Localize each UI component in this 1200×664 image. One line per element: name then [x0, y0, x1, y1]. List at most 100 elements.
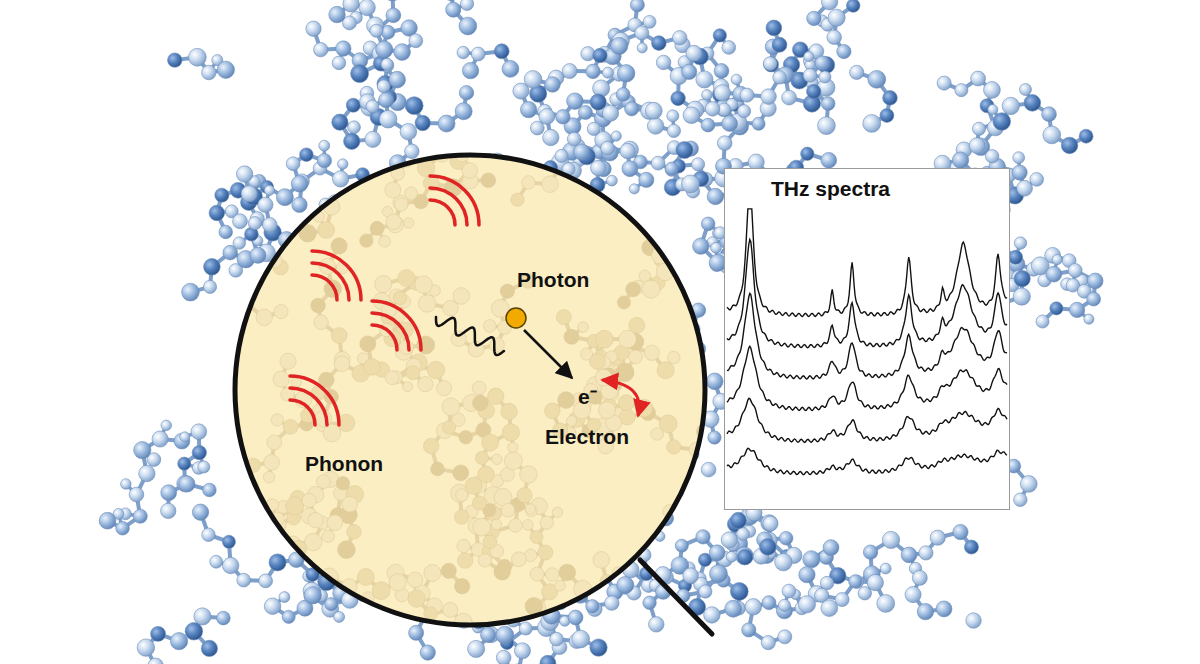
atom	[291, 175, 308, 192]
atom	[539, 109, 555, 125]
atom	[121, 479, 132, 490]
atom	[971, 71, 986, 86]
bond	[322, 115, 327, 136]
bond	[323, 45, 326, 67]
atom	[545, 77, 561, 93]
atom	[801, 147, 814, 160]
atom	[329, 6, 345, 22]
atom	[676, 141, 693, 158]
atom	[686, 45, 702, 61]
bond	[709, 242, 713, 258]
bond	[650, 177, 662, 193]
atom	[602, 67, 613, 78]
atom	[683, 107, 700, 124]
bond	[705, 227, 713, 242]
atom	[1050, 302, 1063, 315]
atom	[332, 56, 346, 70]
atom	[901, 547, 917, 563]
atom	[675, 539, 688, 552]
atom	[572, 630, 590, 648]
atom	[969, 138, 985, 154]
magnifier-lens: Photone⁻ElectronPhonon	[232, 152, 708, 628]
atom	[332, 114, 348, 130]
atom	[233, 237, 245, 249]
atom	[713, 29, 726, 42]
atom	[745, 599, 761, 615]
atom	[611, 131, 621, 141]
bond	[232, 278, 245, 289]
atom	[1069, 302, 1084, 317]
bond	[463, 112, 473, 125]
atom	[735, 547, 753, 565]
bond	[463, 126, 469, 146]
atom	[616, 88, 630, 102]
atom	[775, 553, 792, 570]
atom	[236, 166, 252, 182]
atom	[639, 172, 654, 187]
atom	[782, 90, 797, 105]
atom	[334, 611, 345, 622]
atom	[386, 8, 401, 23]
atom	[778, 599, 790, 611]
atom	[682, 175, 700, 193]
bond	[711, 413, 722, 424]
atom	[161, 503, 176, 518]
atom	[682, 64, 697, 79]
atom	[179, 476, 195, 492]
atom	[325, 598, 338, 611]
bond	[685, 209, 690, 230]
atom	[137, 639, 154, 656]
atom	[764, 57, 779, 72]
atom	[520, 101, 536, 117]
atom	[821, 0, 837, 10]
atom	[415, 115, 430, 130]
atom	[264, 185, 274, 195]
bond	[260, 558, 277, 562]
atom	[550, 632, 564, 646]
atom	[513, 83, 529, 99]
atom	[828, 9, 845, 26]
atom	[863, 545, 877, 559]
atom	[709, 565, 727, 583]
atom	[611, 37, 628, 54]
atom	[590, 94, 606, 110]
atom	[1002, 97, 1019, 114]
handle-line	[640, 560, 712, 634]
atom	[722, 116, 738, 132]
atom	[346, 98, 360, 112]
bond	[243, 285, 248, 303]
atom	[972, 122, 985, 135]
atom	[953, 524, 968, 539]
atom	[344, 133, 360, 149]
atom	[620, 143, 635, 158]
atom	[381, 58, 393, 70]
atom	[701, 217, 715, 231]
atom-balls	[99, 0, 1103, 664]
atom	[1024, 95, 1041, 112]
atom	[905, 587, 921, 603]
atom	[1036, 315, 1049, 328]
bond	[683, 227, 705, 231]
atom	[630, 0, 644, 12]
molecule-chains	[99, 0, 1103, 664]
atom	[708, 431, 721, 444]
atom	[803, 551, 820, 568]
bond	[245, 267, 256, 284]
atom	[468, 640, 485, 657]
atom	[730, 512, 746, 528]
bond	[198, 247, 202, 268]
atom	[133, 509, 147, 523]
atom	[637, 43, 647, 53]
atom	[725, 600, 742, 617]
atom	[446, 2, 461, 17]
atom	[420, 645, 435, 660]
atom	[237, 573, 251, 587]
atom	[210, 555, 223, 568]
atom	[714, 85, 730, 101]
atom	[134, 441, 151, 458]
atom	[161, 485, 177, 501]
bond	[313, 67, 324, 79]
atom	[667, 110, 679, 122]
atom	[304, 586, 322, 604]
